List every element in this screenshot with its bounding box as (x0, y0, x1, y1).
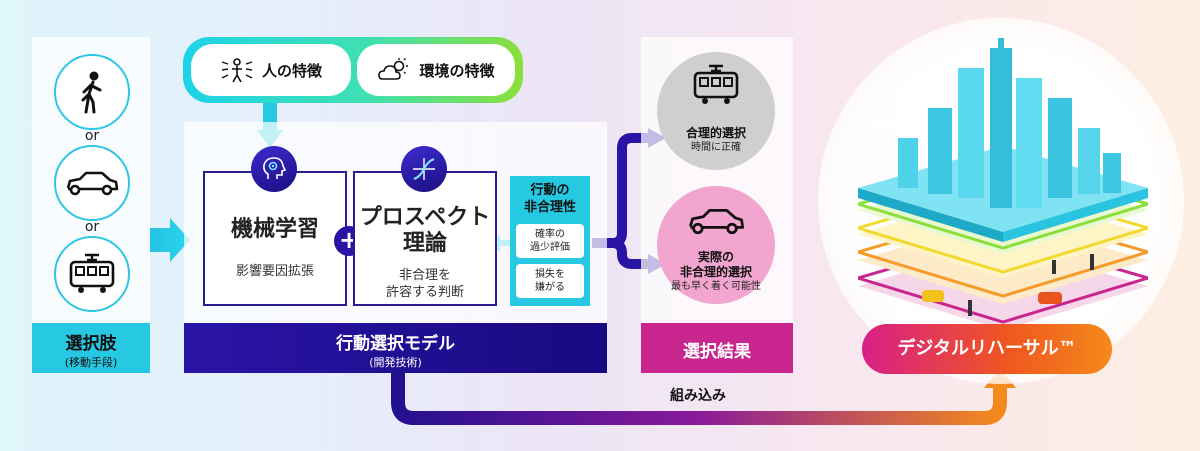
human-feature: 人の特徴 (191, 44, 351, 96)
model-subtitle: (開発技術) (369, 356, 422, 369)
car-icon (66, 171, 119, 196)
prospect-badge (401, 146, 447, 192)
weather-icon (378, 58, 409, 80)
human-feature-label: 人の特徴 (261, 61, 322, 80)
tram-icon (69, 253, 115, 293)
ml-subtitle: 影響要因拡張 (235, 264, 314, 279)
digital-rehearsal-label: デジタルリハーサル™ (897, 338, 1077, 359)
car-result-icon-circle (657, 186, 775, 304)
ml-title: 機械学習 (230, 217, 319, 242)
or-label-1: or (84, 128, 100, 144)
loss-aversion: 損失を 嫌がる (516, 264, 584, 298)
person-arrows-icon (221, 58, 253, 83)
choices-title-bar: 選択肢 (移動手段) (32, 323, 150, 373)
or-label-2: or (84, 219, 100, 235)
actual-title-1: 実際の (697, 250, 734, 264)
car-result-icon (689, 208, 745, 235)
car-option (54, 145, 130, 221)
rational-choice: 合理的選択 時間に正確 (657, 126, 775, 155)
prospect-theory-box: プロスペクト 理論 非合理を 許容する判断 (353, 171, 497, 306)
walking-option (54, 54, 130, 130)
model-title: 行動選択モデル (336, 334, 455, 354)
choices-subtitle: (移動手段) (64, 356, 118, 369)
underestimate-probability: 確率の 過少評価 (516, 224, 584, 258)
model-title-bar: 行動選択モデル (開発技術) (184, 323, 607, 373)
actual-choice: 実際の 非合理的選択 最も早く着く可能性 (651, 250, 781, 294)
results-title: 選択結果 (683, 342, 751, 362)
underestimate-line-2: 過少評価 (530, 242, 570, 253)
walking-person-icon (81, 71, 102, 114)
prospect-sub-1: 非合理を (398, 268, 451, 283)
rational-title: 合理的選択 (685, 126, 746, 140)
ai-head-icon (263, 157, 287, 179)
loss-aversion-line-1: 損失を (535, 269, 565, 280)
underestimate-line-1: 確率の (535, 229, 565, 240)
results-title-bar: 選択結果 (641, 323, 793, 373)
city-illustration (858, 38, 1148, 330)
irrational-title-2: 非合理性 (523, 200, 576, 215)
tram-result-icon (693, 64, 739, 104)
tram-option (54, 236, 130, 312)
digital-rehearsal-pill: デジタルリハーサル™ (862, 324, 1112, 374)
rational-subtitle: 時間に正確 (691, 142, 741, 153)
prospect-sub-2: 許容する判断 (385, 285, 464, 300)
actual-title-2: 非合理的選択 (679, 265, 752, 279)
choices-title: 選択肢 (65, 334, 117, 354)
ml-badge (251, 146, 297, 192)
curve-axes-icon (413, 158, 435, 180)
environment-feature: 環境の特徴 (357, 44, 515, 96)
prospect-title-1: プロスペクト (359, 205, 491, 230)
prospect-title-2: 理論 (402, 231, 447, 256)
integration-label: 組み込み (670, 388, 726, 404)
loss-aversion-line-2: 嫌がる (535, 282, 565, 293)
environment-feature-label: 環境の特徴 (419, 61, 495, 80)
irrational-title-1: 行動の (530, 183, 570, 198)
actual-subtitle: 最も早く着く可能性 (671, 281, 761, 292)
